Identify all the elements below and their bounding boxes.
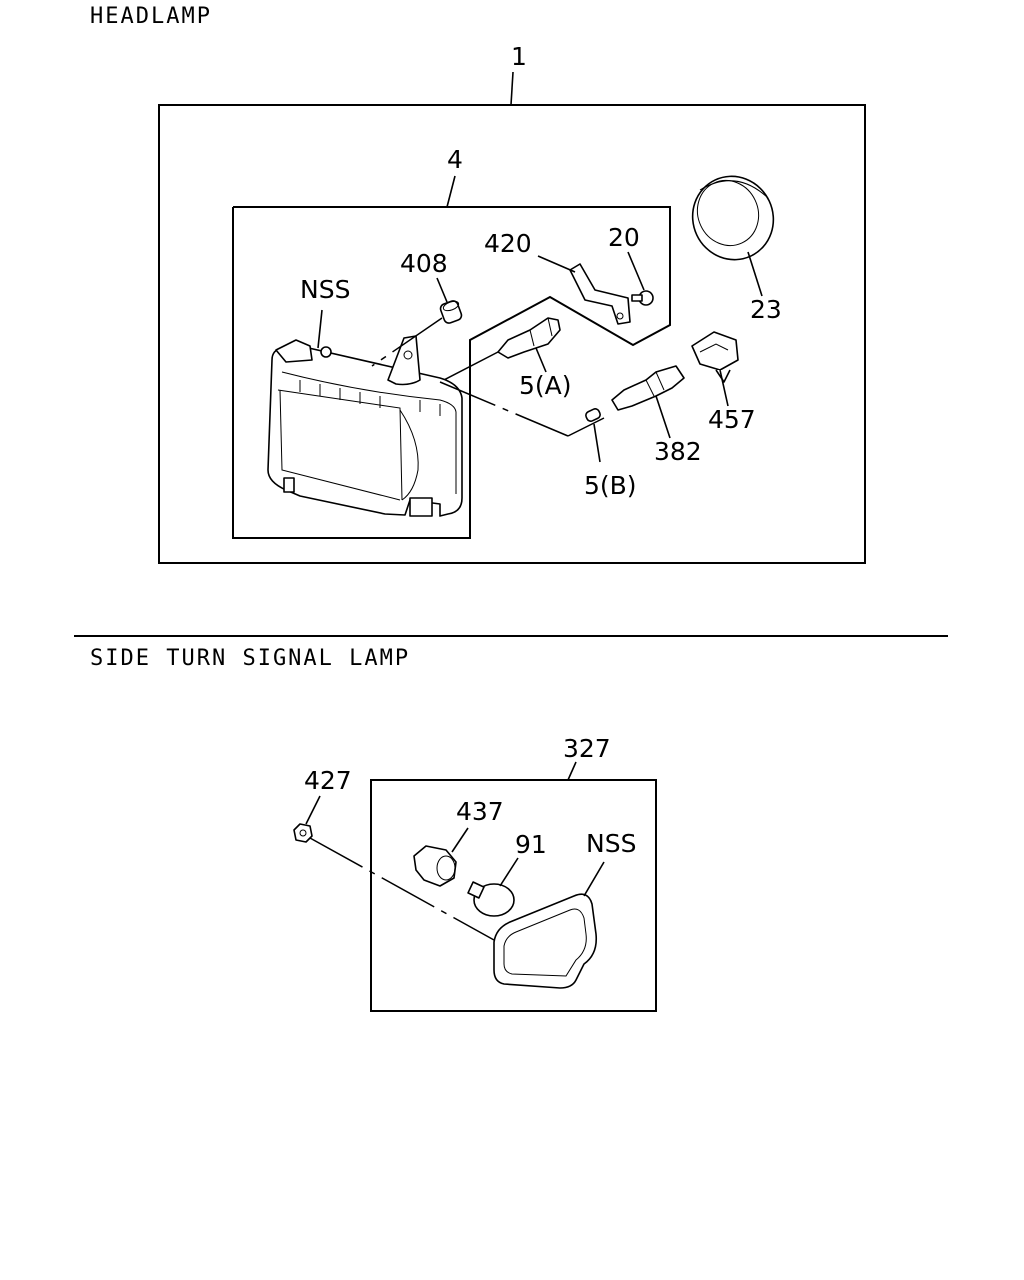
bulb-5b[interactable] xyxy=(585,408,602,463)
callout-327[interactable]: 327 xyxy=(563,734,611,763)
bulb-5a[interactable] xyxy=(497,317,561,373)
headlamp-housing[interactable] xyxy=(267,309,463,517)
headlamp-unit-frame xyxy=(232,206,671,539)
callout-91[interactable]: 91 xyxy=(515,830,547,859)
nut-427[interactable] xyxy=(293,795,321,843)
bulb-382[interactable] xyxy=(611,365,685,439)
callout-382[interactable]: 382 xyxy=(654,437,702,466)
side-turn-signal-section-title: SIDE TURN SIGNAL LAMP xyxy=(90,646,411,671)
callout-408[interactable]: 408 xyxy=(400,249,448,278)
bracket-420[interactable] xyxy=(537,255,631,325)
callout-427[interactable]: 427 xyxy=(304,766,352,795)
cap-408[interactable] xyxy=(436,277,463,324)
callout-437[interactable]: 437 xyxy=(456,797,504,826)
callout-4[interactable]: 4 xyxy=(447,145,463,174)
callout-20[interactable]: 20 xyxy=(608,223,640,252)
headlamp-assembly-frame xyxy=(158,104,866,564)
callout-nss-side-lamp[interactable]: NSS xyxy=(586,829,636,858)
socket-457[interactable] xyxy=(691,331,739,407)
callout-5a[interactable]: 5(A) xyxy=(519,371,572,400)
screw-20[interactable] xyxy=(627,251,654,306)
callout-nss-headlamp[interactable]: NSS xyxy=(300,275,350,304)
callout-23[interactable]: 23 xyxy=(750,295,782,324)
headlamp-section-title: HEADLAMP xyxy=(90,4,212,29)
side-lamp-assembly-frame xyxy=(370,779,657,1012)
side-lamp-lens[interactable] xyxy=(493,861,605,989)
ring-23[interactable] xyxy=(679,163,787,297)
callout-420[interactable]: 420 xyxy=(484,229,532,258)
callout-1[interactable]: 1 xyxy=(511,42,527,71)
callout-5b[interactable]: 5(B) xyxy=(584,471,637,500)
socket-437[interactable] xyxy=(413,827,469,887)
bulb-91[interactable] xyxy=(467,857,519,917)
callout-457[interactable]: 457 xyxy=(708,405,756,434)
